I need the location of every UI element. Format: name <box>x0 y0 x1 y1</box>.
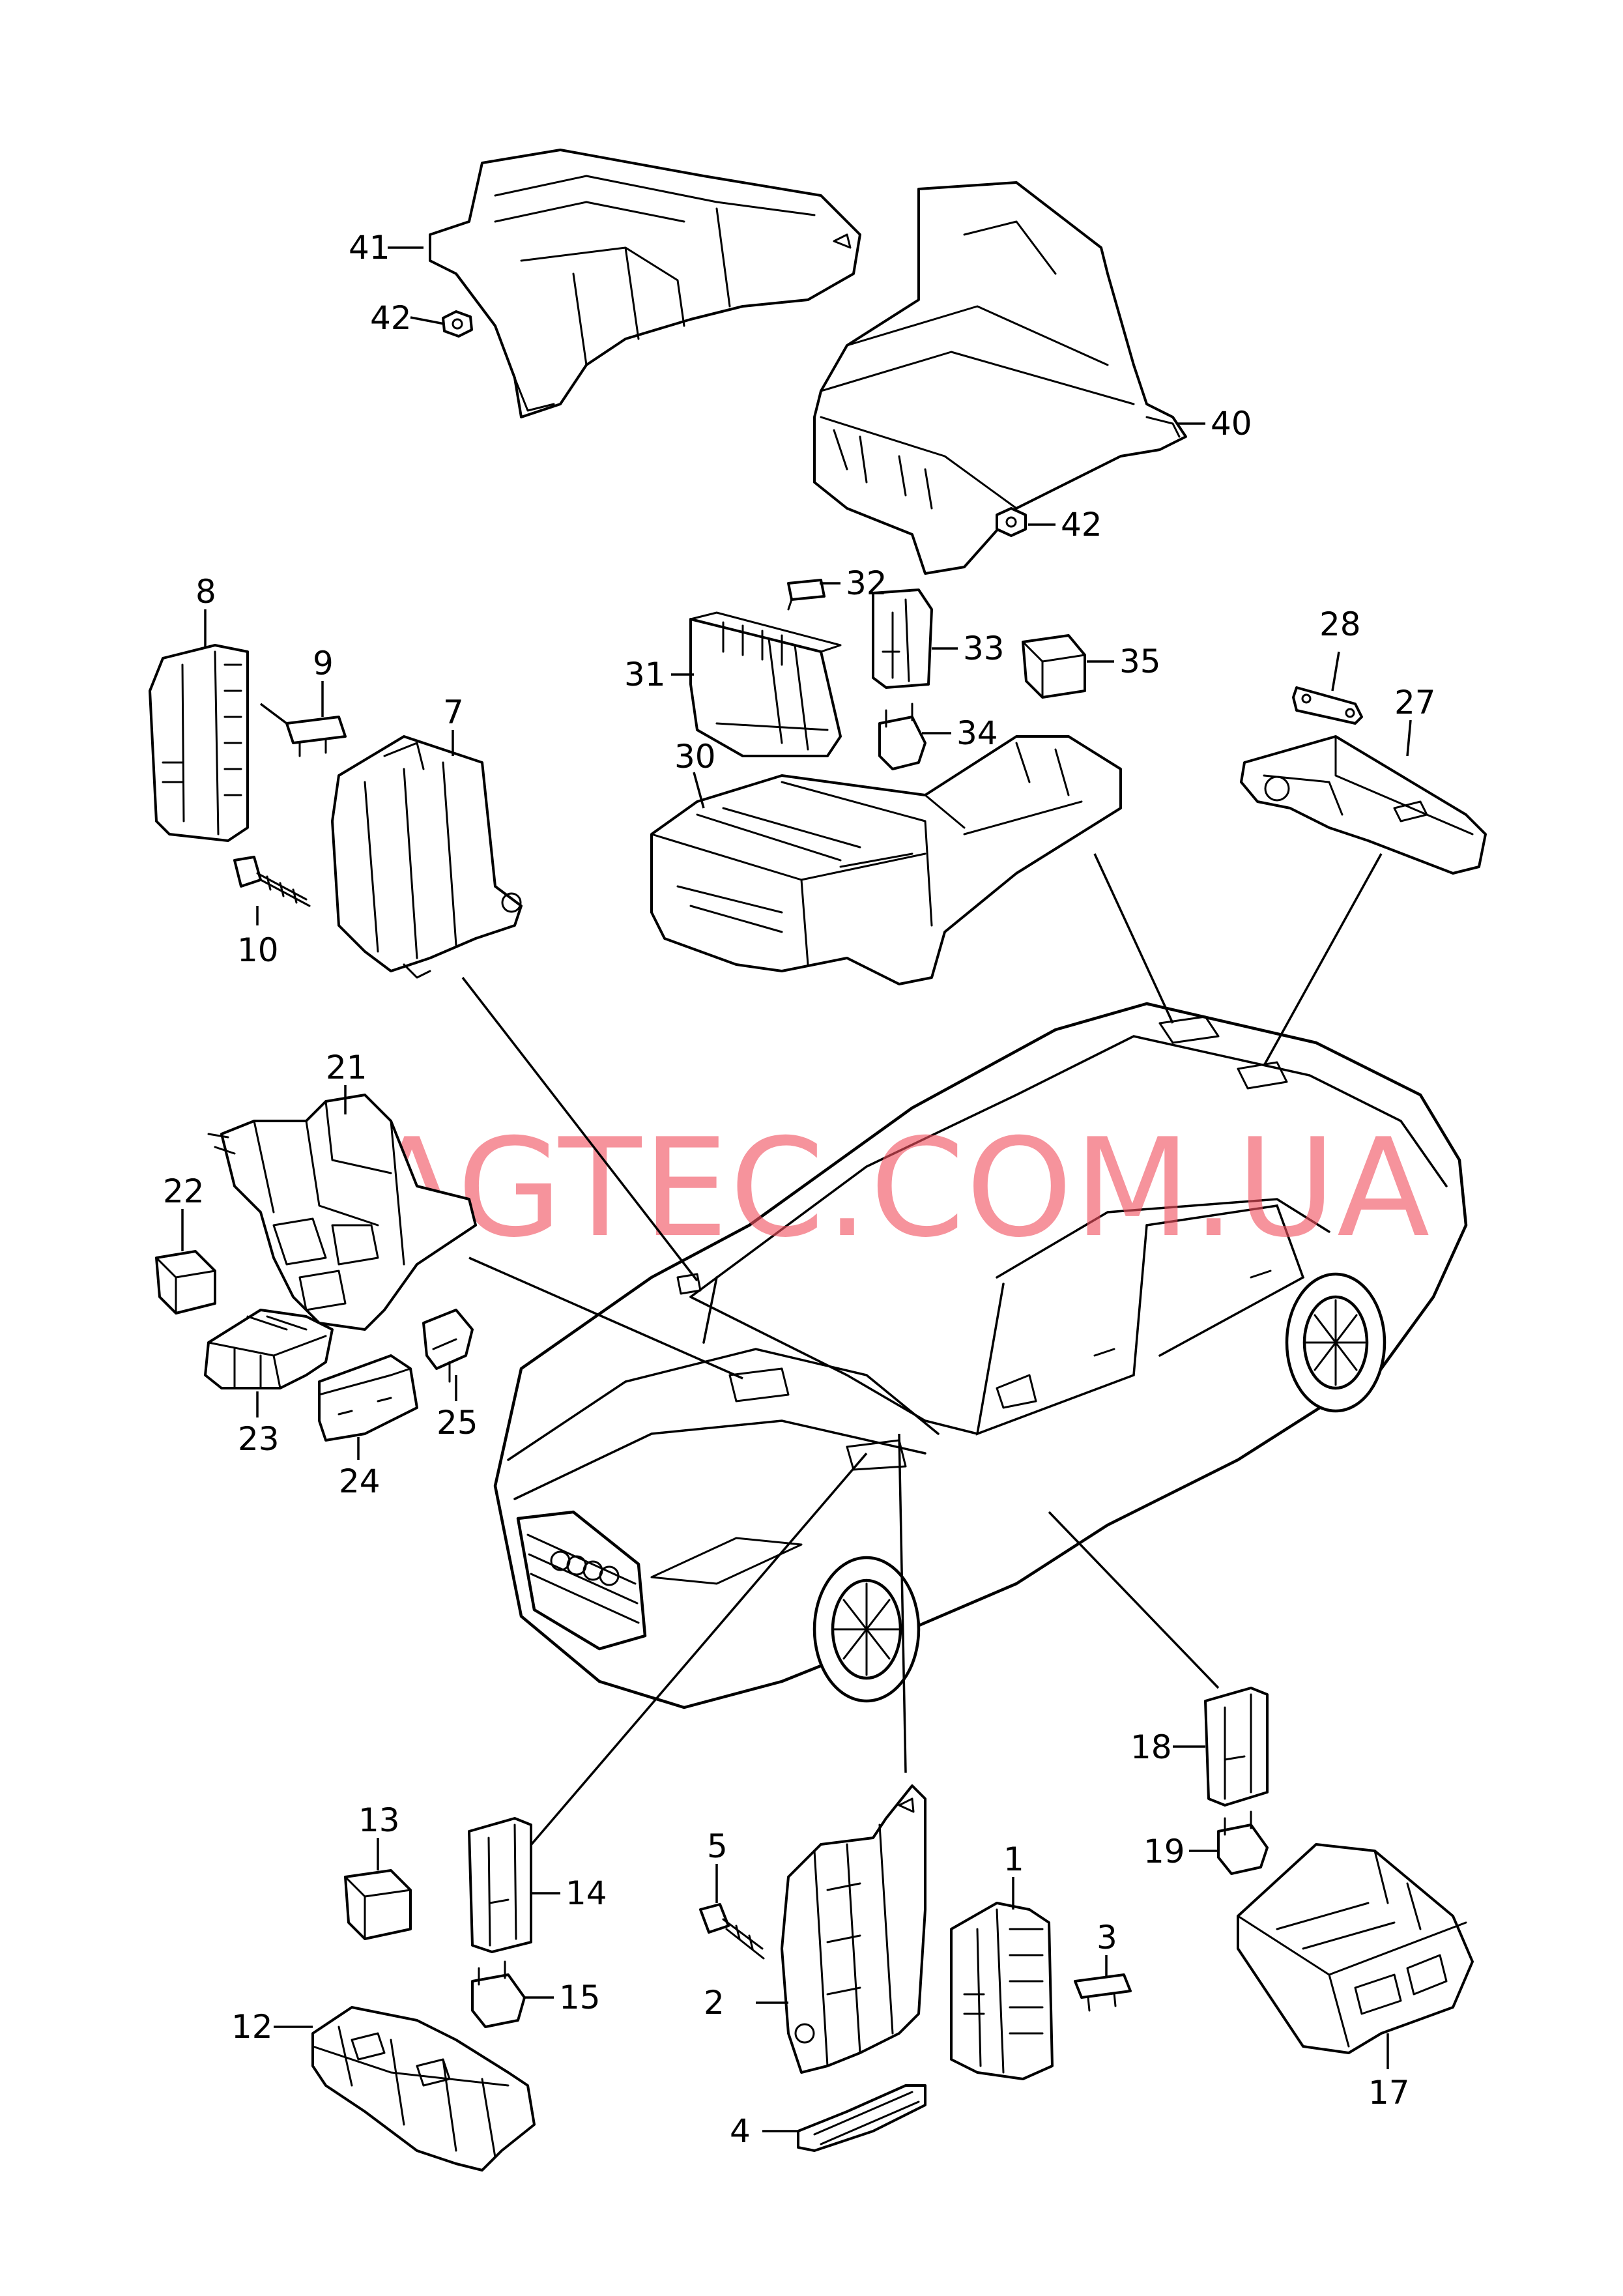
part-17-fuse-box <box>1237 1843 1474 2054</box>
part-35-relay <box>1022 634 1086 699</box>
part-40-cover <box>813 181 1187 575</box>
label-14: 14 <box>566 1874 607 1912</box>
car-illustration <box>493 1002 1468 1709</box>
label-21: 21 <box>326 1049 367 1086</box>
label-25: 25 <box>437 1404 478 1442</box>
part-42-nut-2 <box>996 507 1027 537</box>
label-22: 22 <box>163 1172 205 1210</box>
part-41-bracket <box>429 149 861 418</box>
part-22-relay <box>155 1250 216 1315</box>
part-19-fuse <box>1217 1810 1269 1875</box>
part-27-control-unit <box>1240 735 1487 875</box>
label-12: 12 <box>231 2008 273 2046</box>
part-32-fuse <box>787 579 826 611</box>
part-28-clip <box>1292 686 1363 725</box>
label-42-right: 42 <box>1061 506 1102 544</box>
part-18-fuse-holder <box>1204 1687 1269 1807</box>
part-34-fuse <box>878 703 926 770</box>
label-23: 23 <box>238 1420 280 1458</box>
part-12-fuse-box <box>311 2006 536 2172</box>
label-35: 35 <box>1119 643 1161 680</box>
label-10: 10 <box>237 931 279 969</box>
part-3-fuse <box>1074 1973 1132 2012</box>
label-17: 17 <box>1368 2074 1410 2112</box>
part-33-fuse-holder <box>872 589 933 689</box>
label-31: 31 <box>624 656 666 693</box>
part-24-fuse-block <box>318 1354 418 1442</box>
part-1-relay-carrier <box>950 1902 1054 2080</box>
label-40: 40 <box>1211 405 1252 443</box>
label-42-top: 42 <box>370 299 412 337</box>
part-10-bolt <box>233 856 311 907</box>
watermark: VAGTEC.COM.UA <box>280 1110 1431 1268</box>
label-8: 8 <box>195 573 216 611</box>
label-41: 41 <box>349 229 390 267</box>
label-4: 4 <box>730 2112 751 2150</box>
label-7: 7 <box>443 693 464 731</box>
part-8-relay-carrier <box>149 644 249 842</box>
part-14-fuse-holder <box>468 1817 532 1953</box>
label-19: 19 <box>1143 1833 1185 1870</box>
part-25-fuse <box>422 1309 474 1383</box>
part-7-fuse-holder <box>331 735 523 979</box>
label-27: 27 <box>1394 684 1436 721</box>
part-23-fuse-holder <box>204 1309 334 1389</box>
label-5: 5 <box>707 1827 728 1865</box>
label-33: 33 <box>963 630 1005 667</box>
part-4-cover-strip <box>797 2084 926 2152</box>
callout-leaders <box>181 246 1412 2132</box>
part-13-relay <box>344 1869 412 1940</box>
part-2-fuse-carrier <box>781 1784 926 2074</box>
label-13: 13 <box>358 1801 400 1839</box>
label-1: 1 <box>1003 1840 1024 1878</box>
label-24: 24 <box>339 1462 381 1500</box>
part-labels: 41 42 40 42 8 9 7 10 32 31 33 35 34 30 2… <box>163 229 1436 2150</box>
part-31-relay-panel <box>689 611 842 757</box>
label-2: 2 <box>704 1984 725 2022</box>
part-15-fuse <box>471 1960 526 2028</box>
leader-lines <box>461 853 1383 1865</box>
part-5-bolt <box>699 1903 765 1960</box>
label-32: 32 <box>846 564 887 602</box>
label-18: 18 <box>1130 1728 1172 1766</box>
part-21-bracket <box>207 1094 477 1331</box>
part-9-fuse <box>285 716 347 757</box>
label-9: 9 <box>313 645 334 682</box>
part-42-nut <box>442 310 473 338</box>
label-30: 30 <box>674 738 716 776</box>
label-15: 15 <box>559 1979 601 2016</box>
part-30-fuse-box <box>650 735 1122 985</box>
label-3: 3 <box>1097 1919 1117 1956</box>
label-34: 34 <box>956 714 998 752</box>
label-28: 28 <box>1319 605 1361 643</box>
